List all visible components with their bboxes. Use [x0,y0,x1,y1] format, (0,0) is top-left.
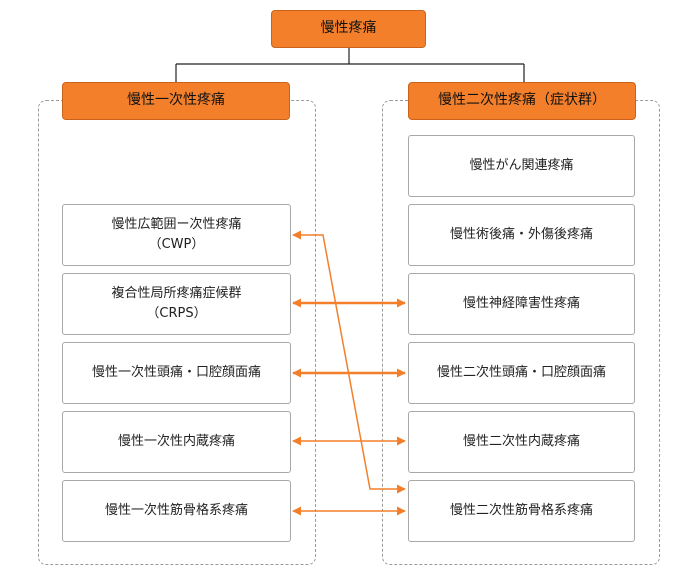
secondary-item-visceral: 慢性二次性内蔵疼痛 [408,411,635,473]
primary-item-label: 慢性一次性頭痛・口腔顔面痛 [91,364,261,380]
primary-item-cwp: 慢性広範囲ー次性疼痛 （CWP） [62,204,291,266]
secondary-item-label: 慢性神経障害性疼痛 [462,295,580,311]
primary-item-visceral: 慢性一次性内蔵疼痛 [62,411,291,473]
primary-item-headache: 慢性一次性頭痛・口腔顔面痛 [62,342,291,404]
secondary-item-label: 慢性術後痛・外傷後疼痛 [449,226,593,242]
secondary-header: 慢性二次性疼痛（症状群） [408,82,636,120]
secondary-item-headache: 慢性二次性頭痛・口腔顔面痛 [408,342,635,404]
secondary-title: 慢性二次性疼痛（症状群） [438,92,606,109]
primary-item-sublabel: （CRPS） [146,306,207,321]
secondary-item-musculoskeletal: 慢性二次性筋骨格系疼痛 [408,480,635,542]
primary-item-crps: 複合性局所疼痛症候群 （CRPS） [62,273,291,335]
primary-title: 慢性一次性疼痛 [127,92,225,109]
secondary-item-label: 慢性二次性筋骨格系疼痛 [449,502,593,518]
primary-item-label: 複合性局所疼痛症候群 [111,285,242,301]
primary-item-sublabel: （CWP） [148,237,205,252]
link-cwp-musculoskeletal [292,230,406,494]
secondary-item-postsurgical: 慢性術後痛・外傷後疼痛 [408,204,635,266]
secondary-item-neuropathic: 慢性神経障害性疼痛 [408,273,635,335]
tree-connector [175,48,525,82]
secondary-item-label: 慢性二次性頭痛・口腔顔面痛 [436,364,606,380]
root-node: 慢性疼痛 [271,10,426,48]
primary-item-label: 慢性一次性筋骨格系疼痛 [104,502,248,518]
secondary-item-cancer: 慢性がん関連疼痛 [408,135,635,197]
primary-item-musculoskeletal: 慢性一次性筋骨格系疼痛 [62,480,291,542]
root-label: 慢性疼痛 [320,20,377,37]
primary-header: 慢性一次性疼痛 [62,82,290,120]
secondary-item-label: 慢性二次性内蔵疼痛 [462,433,580,449]
primary-item-label: 慢性広範囲ー次性疼痛 [111,216,242,232]
primary-item-label: 慢性一次性内蔵疼痛 [117,433,235,449]
secondary-item-label: 慢性がん関連疼痛 [469,157,574,173]
